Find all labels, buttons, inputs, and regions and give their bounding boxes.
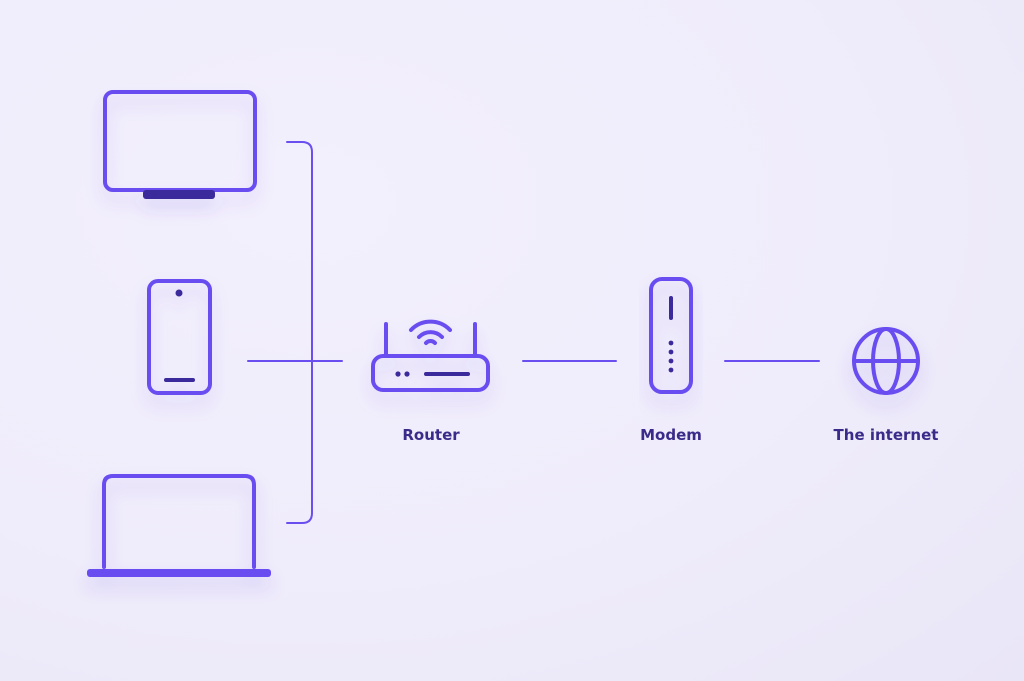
router-icon [371, 319, 490, 392]
modem-icon [649, 277, 693, 394]
smartphone-icon [147, 279, 212, 395]
device-bracket [286, 141, 313, 524]
laptop-icon [87, 474, 271, 577]
globe-icon [852, 327, 920, 395]
wifi-icon [409, 319, 452, 345]
monitor-icon [103, 90, 257, 199]
router-label: Router [402, 426, 460, 444]
internet-label: The internet [833, 426, 939, 444]
modem-label: Modem [640, 426, 702, 444]
